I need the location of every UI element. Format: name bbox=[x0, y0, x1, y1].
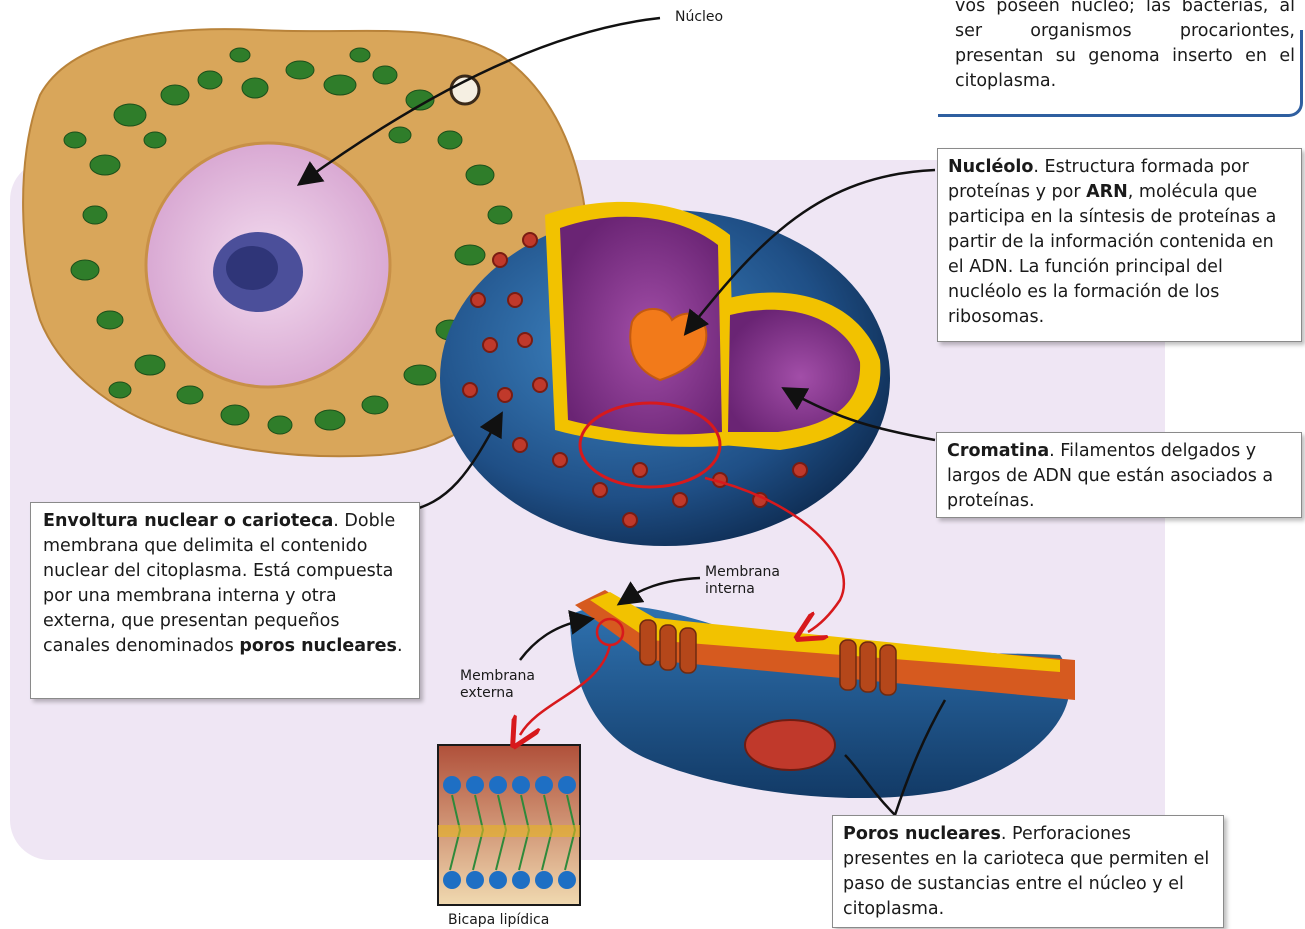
callout-envoltura-nuclear: Envoltura nuclear o carioteca. Doble mem… bbox=[30, 502, 420, 699]
top-note: vos poseen núcleo; las bacterias, al ser… bbox=[955, 0, 1295, 94]
nucleolo-title: Nucléolo bbox=[948, 157, 1033, 177]
nucleolo-bold-arn: ARN bbox=[1086, 182, 1128, 202]
envoltura-end: . bbox=[397, 636, 403, 656]
callout-cromatina: Cromatina. Filamentos delgados y largos … bbox=[936, 432, 1302, 518]
label-bicapa-lipidica: Bicapa lipídica bbox=[448, 912, 549, 929]
callout-poros-nucleares: Poros nucleares. Perforaciones presentes… bbox=[832, 815, 1224, 928]
poros-title: Poros nucleares bbox=[843, 824, 1001, 844]
label-membrana-externa: Membrana externa bbox=[460, 668, 535, 702]
label-membrana-interna: Membrana interna bbox=[705, 564, 780, 598]
callout-nucleolo: Nucléolo. Estructura formada por proteín… bbox=[937, 148, 1302, 342]
cromatina-title: Cromatina bbox=[947, 441, 1049, 461]
envoltura-title: Envoltura nuclear o carioteca bbox=[43, 511, 333, 531]
envoltura-bold-poros: poros nucleares bbox=[239, 636, 397, 656]
nucleolo-text-c: , molécula que participa en la síntesis … bbox=[948, 182, 1276, 327]
envoltura-text: . Doble membrana que delimita el conteni… bbox=[43, 511, 395, 656]
top-note-text: vos poseen núcleo; las bacterias, al ser… bbox=[955, 0, 1295, 91]
lipid-bilayer-inset bbox=[438, 745, 580, 905]
label-nucleo: Núcleo bbox=[675, 9, 723, 26]
